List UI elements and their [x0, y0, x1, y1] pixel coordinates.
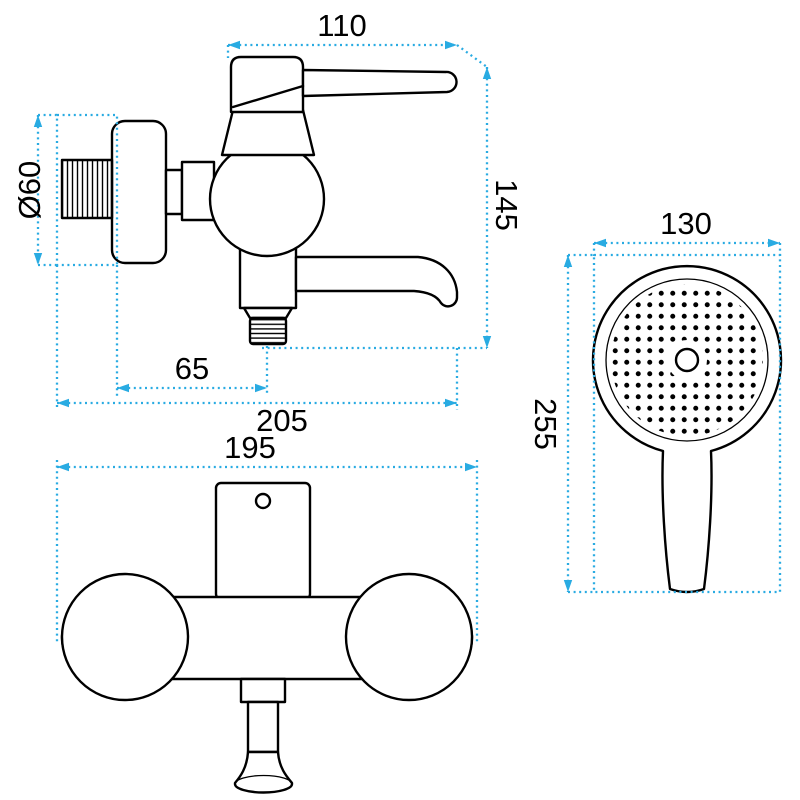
outlet-pipe [246, 700, 280, 754]
dim-body-height: 145 [262, 67, 524, 350]
handle-cap [229, 55, 305, 114]
extension-line [456, 44, 488, 68]
dimension-label: 110 [317, 8, 366, 43]
faucet-front-view [60, 481, 474, 794]
dimension-label: 205 [256, 403, 308, 438]
dim-head-width: 130 [592, 206, 782, 594]
dimension-label: 130 [660, 206, 712, 241]
shower-dimensions: 130 255 [528, 206, 782, 594]
outlet-bell-mouth [234, 774, 293, 794]
screw-hole [254, 492, 272, 510]
spout [294, 255, 459, 308]
mounting-escutcheon-left [60, 572, 190, 702]
outlet-flange [242, 306, 294, 320]
reference-outline [592, 253, 782, 594]
dimension-label: 65 [175, 351, 209, 386]
connector-block [180, 160, 216, 222]
dimension-label: Ø60 [12, 161, 47, 220]
spray-nozzle-dots [611, 284, 763, 436]
hand-shower-view [591, 264, 783, 594]
dimension-label: 255 [528, 398, 563, 450]
dim-handle-width: 110 [226, 8, 488, 68]
dim-front-width: 195 [55, 430, 479, 642]
outlet-neck [239, 677, 287, 704]
dimension-label: 145 [489, 179, 524, 231]
front-view-dimensions: 195 [55, 430, 479, 642]
dimension-label: 195 [224, 430, 276, 465]
supply-pipe-threads [60, 158, 114, 220]
face-rim [605, 278, 769, 442]
dim-outlet-offset: 65 [115, 265, 269, 396]
valve-body [208, 140, 326, 258]
dim-total-depth: 205 [55, 265, 459, 438]
center-cap [674, 347, 700, 373]
handle-neck [220, 108, 316, 157]
outlet-threads [248, 316, 288, 346]
faucet-side-view [60, 55, 459, 346]
dim-connector-diameter: Ø60 [12, 113, 119, 267]
wall-plate [110, 119, 168, 265]
connector-collar [164, 168, 184, 216]
handle-lever [301, 68, 458, 98]
mounting-escutcheon-right [344, 572, 474, 702]
side-view-dimensions: 110 145 Ø60 65 205 [12, 8, 524, 438]
handle-joint-line [231, 84, 305, 109]
reference-outline [55, 113, 119, 267]
dim-shower-height: 255 [528, 253, 594, 594]
